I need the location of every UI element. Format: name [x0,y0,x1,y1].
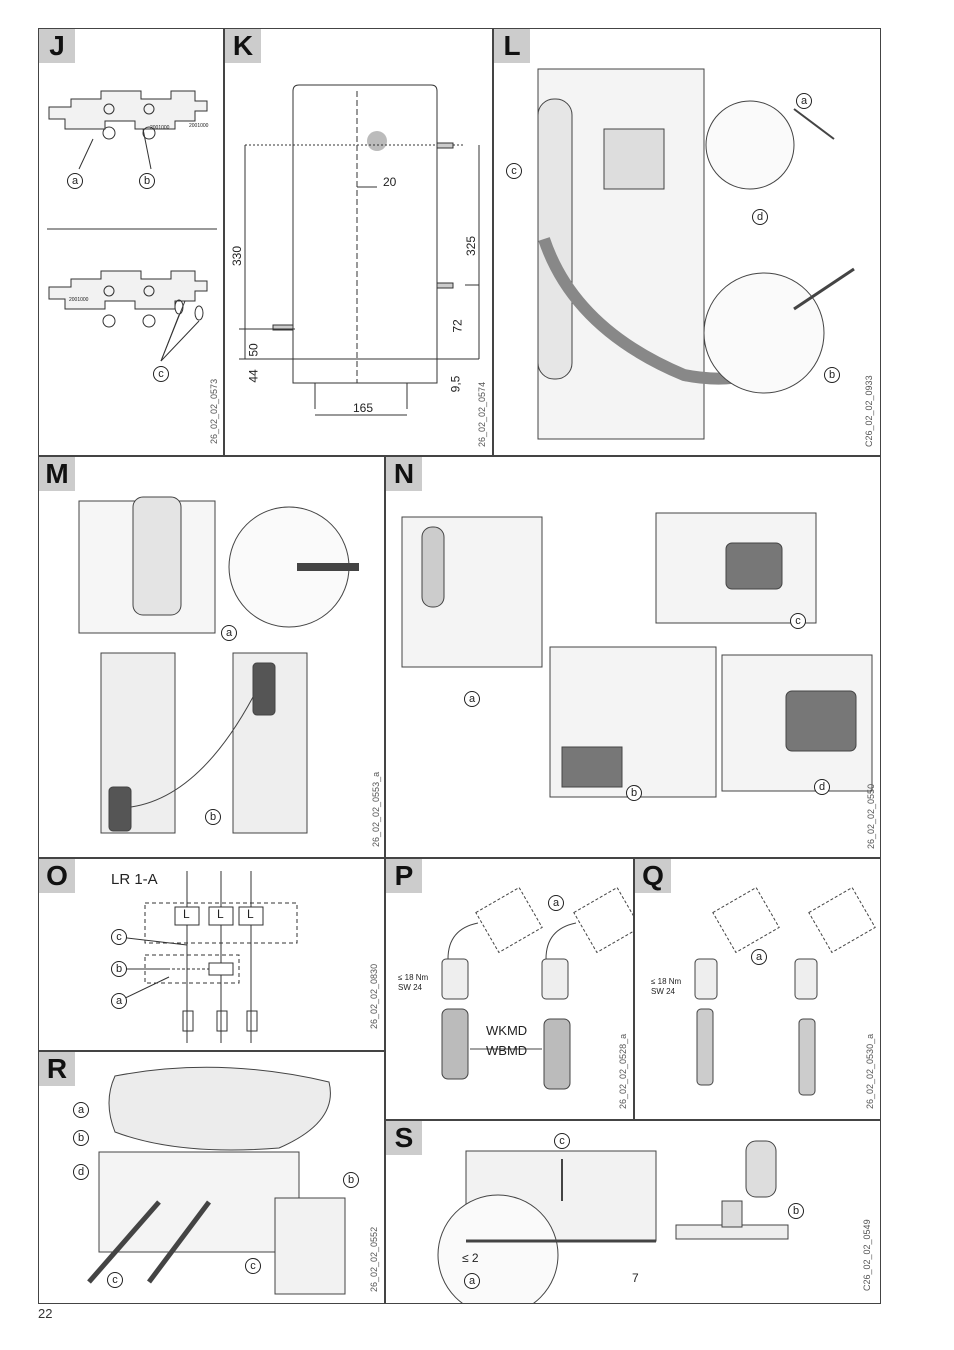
callout-a: a [548,895,564,911]
wrench-size: SW 24 [651,987,676,996]
dimension-20: 20 [383,175,397,189]
cover-removal-drawing [87,1066,346,1295]
callout-b: b [788,1203,804,1219]
callout-c: c [554,1133,570,1149]
figure-code: 26_02_02_0530_a [865,1033,875,1109]
panel-label: O [39,859,75,893]
gap-dimension: ≤ 2 [462,1251,479,1265]
load-shedding-relay-diagram [118,871,298,1043]
figure-code: 26_02_02_0550 [866,783,876,849]
item-number: 7 [632,1271,639,1285]
dimension-44: 44 [246,369,261,383]
panel-label: S [386,1121,422,1155]
panel-m: M a b 26_02_02_0553_a [38,456,385,858]
callout-b: b [73,1130,89,1146]
callout-a: a [751,949,767,965]
callout-b: b [343,1172,359,1188]
panel-n: N a c b d 26_02_02_0550 [385,456,881,858]
page-number: 22 [38,1306,53,1321]
dimension-330: 330 [230,245,245,267]
panel-r: R a b d b c c 26_02_02_0552 [38,1051,385,1304]
figure-code: C26_02_02_0933 [864,375,874,447]
panel-k: K 330 325 20 72 50 44 9,5 165 26_02_02_0… [224,28,493,456]
callout-d: d [814,779,830,795]
relay-box-l2: L [217,907,224,921]
relay-box-l1: L [183,907,190,921]
panel-o: O LR 1-A L L L c b a 26_02_02_0830 [38,858,385,1051]
panel-l: L a c d b C26_02_02_0933 [493,28,881,456]
callout-b: b [205,809,221,825]
callout-a: a [464,691,480,707]
relay-title: LR 1-A [111,871,158,888]
callout-a: a [464,1273,480,1289]
callout-b: b [824,367,840,383]
panel-label: N [386,457,422,491]
panel-label: K [225,29,261,63]
callout-c: c [245,1258,261,1274]
wiring-connection-drawing [537,68,855,440]
panel-label: R [39,1052,75,1086]
panel-label: M [39,457,75,491]
callout-d: d [73,1164,89,1180]
dimension-165: 165 [353,401,374,415]
panel-label: L [494,29,530,63]
label-wkmd: WKMD [486,1023,528,1038]
panel-label: J [39,29,75,63]
plate-label: 2001000 [150,125,170,131]
figure-code: 26_02_02_0553_a [371,771,381,847]
figure-code: 26_02_02_0552 [369,1226,379,1292]
callout-a: a [221,625,237,641]
dimension-72: 72 [450,319,465,333]
callout-c: c [153,366,169,382]
water-connection-alt-drawing [694,886,876,1096]
display-unit-drawing [78,496,359,834]
mounting-plate-drawing [47,90,217,362]
callout-c: c [506,163,522,179]
callout-d: d [752,209,768,225]
heater-dimension-drawing [239,84,480,416]
panel-q: Q ≤ 18 Nm SW 24 a 26_02_02_0530_a [634,858,881,1120]
cable-entry-drawing [401,512,873,798]
torque-spec: ≤ 18 Nm [651,977,682,986]
callout-a: a [796,93,812,109]
dimension-9-5: 9,5 [448,375,463,393]
callout-b: b [626,785,642,801]
bottom-part-drawing [437,1140,789,1303]
callout-a: a [67,173,83,189]
plate-label: 2001000 [69,297,89,303]
callout-a: a [111,993,127,1009]
dimension-50: 50 [246,343,261,357]
panel-label: Q [635,859,671,893]
torque-spec: ≤ 18 Nm [398,973,429,982]
callout-b: b [139,173,155,189]
panel-s: S c b a ≤ 2 7 C26_02_02_0549 [385,1120,881,1304]
panel-j: J 2001000 2001000 2001000 a b c 26_02_02… [38,28,224,456]
figure-code: 26_02_02_0574 [477,381,487,447]
relay-box-l3: L [247,907,254,921]
figure-code: 26_02_02_0573 [209,378,219,444]
plate-label: 2001000 [189,123,209,129]
wrench-size: SW 24 [398,983,423,992]
figure-code: 26_02_02_0528_a [618,1033,628,1109]
label-wbmd: WBMD [486,1043,528,1058]
panel-label: P [386,859,422,893]
panel-p: P ≤ 18 Nm SW 24 WKMD WBMD a 26_02_02_052… [385,858,634,1120]
figure-code: 26_02_02_0830 [369,963,379,1029]
dimension-325: 325 [464,235,479,257]
callout-a: a [73,1102,89,1118]
callout-c: c [111,929,127,945]
callout-b: b [111,961,127,977]
callout-c: c [790,613,806,629]
callout-c: c [107,1272,123,1288]
water-connection-drawing [441,886,633,1090]
figure-code: C26_02_02_0549 [862,1219,872,1291]
